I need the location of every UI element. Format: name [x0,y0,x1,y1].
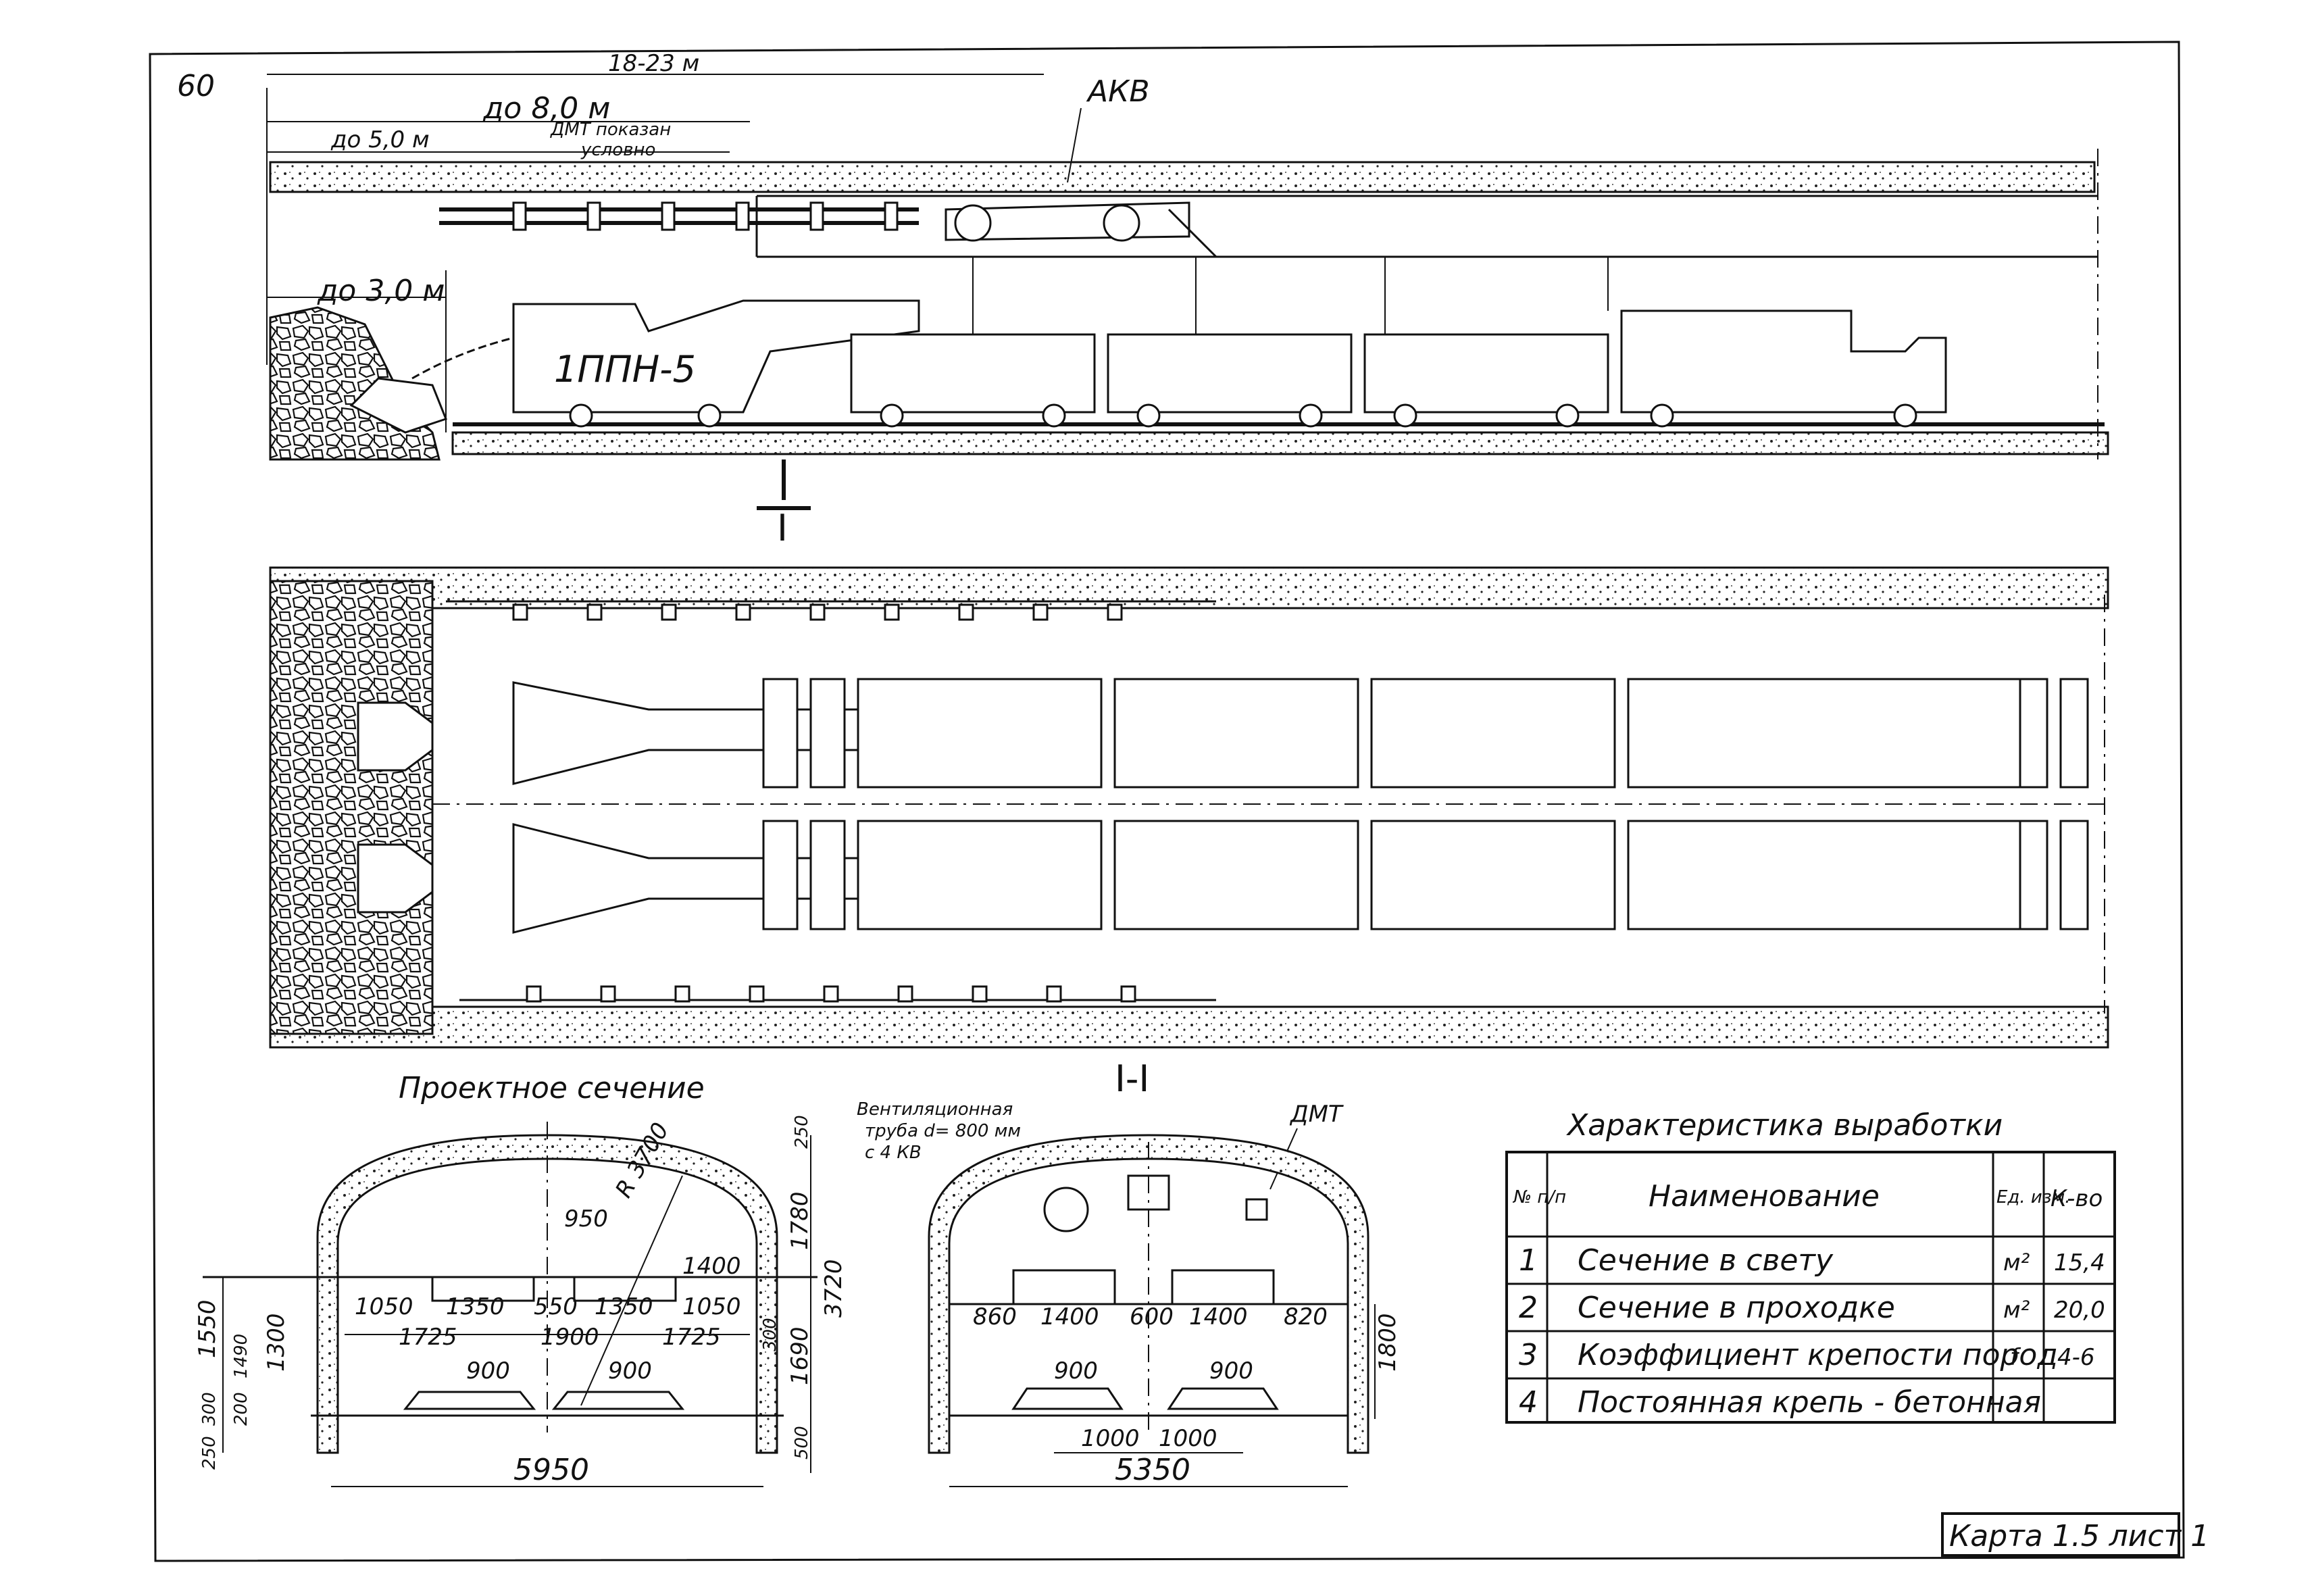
dim-900-b: 900 [1209,1357,1253,1385]
project-section: Проектное сечение 950 R 3700 1400 1050 1… [194,1071,847,1487]
section-I-I: I-I Вентиляционная труба d= 800 мм с 4 К… [857,1057,1401,1487]
dim-1400-right: 1400 [1189,1303,1248,1330]
plan-view [269,566,2109,1049]
fan-label: АКВ [1086,74,1150,109]
dim-v-1800: 1800 [1374,1313,1401,1372]
row-1-num: 1 [1519,1243,1538,1278]
project-section-title: Проектное сечение [399,1071,705,1105]
dim-900-left: 900 [466,1357,510,1385]
row-3-name: Коэффициент крепости пород [1578,1338,2058,1372]
dim-860: 860 [973,1303,1017,1330]
dim-1400-left: 1400 [1040,1303,1099,1330]
dim-upto-5: до 5,0 м [330,126,430,153]
dim-1050-left: 1050 [355,1293,413,1320]
dim-1000-right: 1000 [1159,1425,1217,1452]
dim-1350-right: 1350 [595,1293,653,1320]
dmt-note-2: условно [580,140,655,160]
row-4-name: Постоянная крепь - бетонная [1578,1385,2041,1420]
dim-v-3720: 3720 [820,1259,847,1318]
side-view: 18-23 м до 8,0 м до 5,0 м ДМТ показан ус… [266,50,2109,549]
dim-v-300-right: 300 [760,1318,780,1351]
row-2-num: 2 [1519,1291,1538,1325]
dim-820: 820 [1284,1303,1328,1330]
row-1-unit: м² [2003,1249,2030,1276]
dim-550: 550 [534,1293,578,1320]
dim-v-1690: 1690 [786,1326,813,1385]
characteristics: Характеристика выработки № п/п Наименова… [1505,1108,2116,1424]
vent-pipe-line-1: Вентиляционная [857,1099,1013,1120]
header-num: № п/п [1512,1187,1566,1207]
sheet-frame [149,41,2185,1562]
dim-v-200: 200 [231,1392,251,1426]
dim-600: 600 [1130,1303,1174,1330]
row-2-unit: м² [2003,1297,2030,1324]
dim-v-1550: 1550 [194,1299,221,1358]
dim-upto-3: до 3,0 м [317,274,445,308]
row-3-qty: 4-6 [2057,1344,2095,1371]
dim-1400-top: 1400 [682,1253,741,1280]
dim-upto-8: до 8,0 м [482,91,610,126]
sheet-stamp: Карта 1.5 лист 1 [1949,1519,2209,1553]
dim-900-a: 900 [1054,1357,1098,1385]
dim-1900: 1900 [540,1324,599,1351]
dim-1725-right: 1725 [662,1324,721,1351]
dim-v-1300: 1300 [263,1313,290,1372]
dim-1000-left: 1000 [1081,1425,1140,1452]
dim-5950: 5950 [513,1453,589,1487]
dmt-label: ДМТ [1289,1101,1344,1128]
section-I-I-title: I-I [1115,1057,1149,1100]
dim-total: 18-23 м [608,50,699,77]
dim-1050-right: 1050 [682,1293,741,1320]
dim-v-250: 250 [199,1436,220,1470]
dim-v-500: 500 [792,1426,812,1460]
table-title: Характеристика выработки [1566,1108,2003,1143]
vent-pipe-line-3: с 4 КВ [865,1143,922,1163]
row-2-qty: 20,0 [2054,1297,2105,1324]
header-qty: К-во [2051,1185,2103,1212]
row-1-name: Сечение в свету [1578,1243,1834,1278]
dim-1350-left: 1350 [446,1293,505,1320]
header-unit: Ед. изм. [1996,1187,2071,1207]
vent-pipe-line-2: труба d= 800 мм [865,1121,1021,1141]
dmt-note-1: ДМТ показан [550,120,671,140]
row-4-num: 4 [1519,1385,1538,1420]
dim-v-1490: 1490 [231,1334,251,1378]
dim-5350: 5350 [1115,1453,1190,1487]
row-2-name: Сечение в проходке [1578,1291,1895,1325]
dim-1725-left: 1725 [399,1324,457,1351]
dim-v-1780: 1780 [786,1191,813,1250]
row-3-num: 3 [1519,1338,1538,1372]
dim-v-300: 300 [199,1392,220,1426]
row-1-qty: 15,4 [2054,1249,2105,1276]
dim-950: 950 [564,1205,608,1232]
header-name: Наименование [1649,1179,1880,1214]
dim-900-right: 900 [608,1357,652,1385]
section-mark-I: I [777,507,788,549]
page-number: 60 [177,69,215,103]
dim-v-250-top: 250 [792,1115,812,1149]
machine-label: 1ППН-5 [554,348,696,391]
